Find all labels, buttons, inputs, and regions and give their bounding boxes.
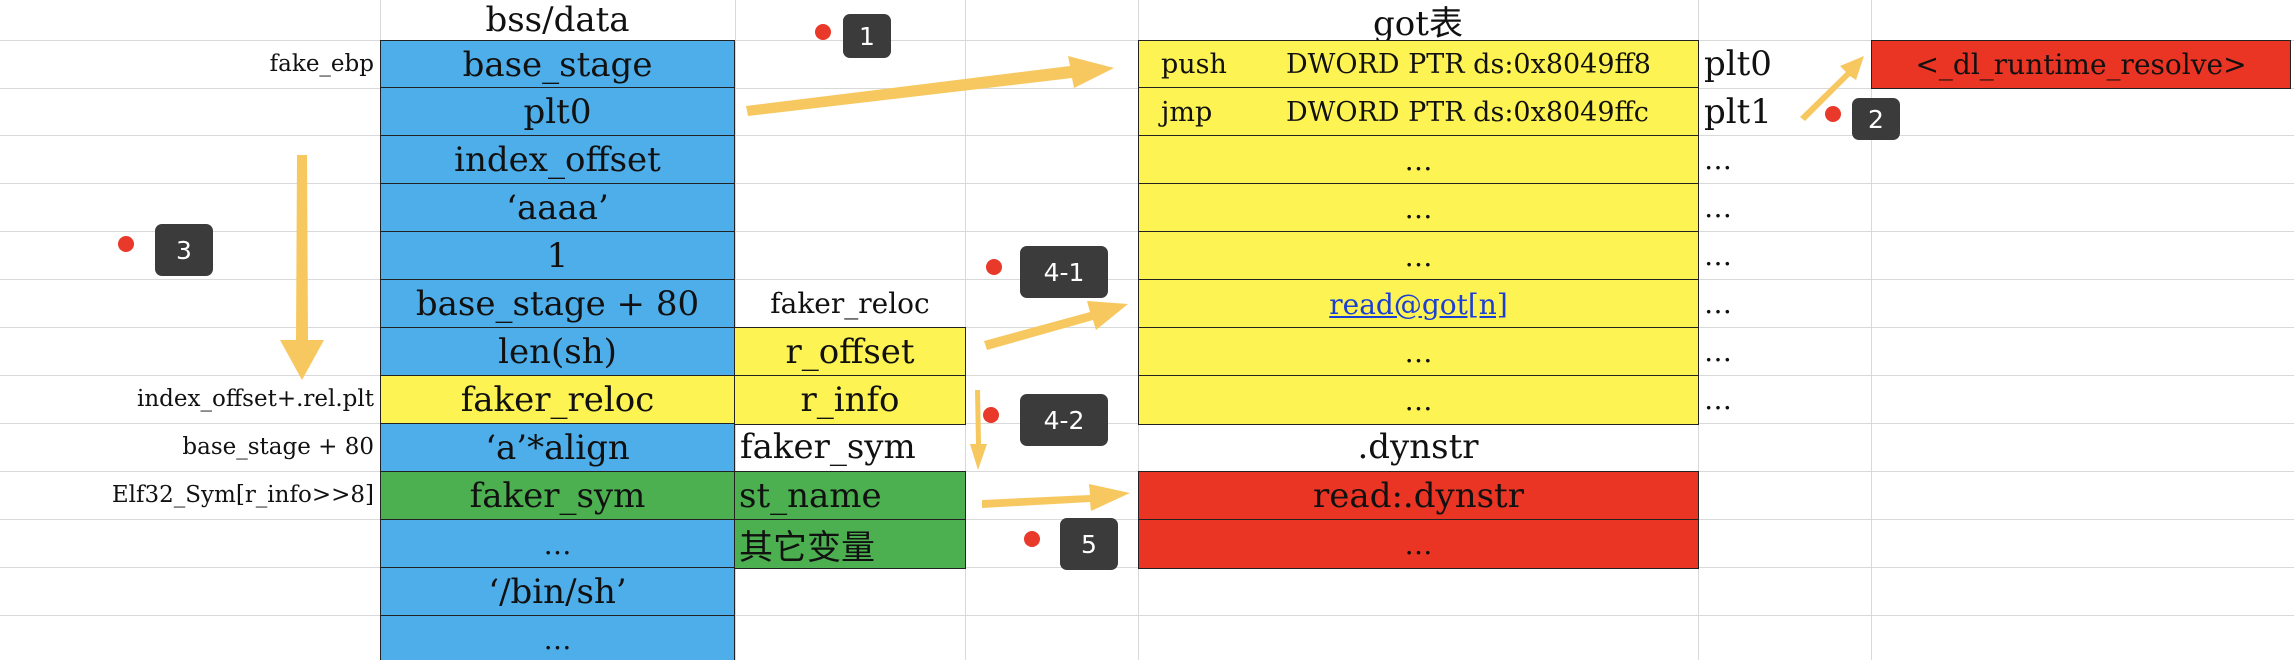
got-push-arg: DWORD PTR ds:0x8049ff8	[1286, 49, 1651, 80]
arrow-plt1-to-resolve	[1800, 56, 1864, 121]
marker-dot	[1825, 106, 1841, 122]
bss-cell-one: 1	[380, 231, 735, 281]
reloc-cell-r-info: r_info	[734, 375, 966, 425]
got-row-push: push DWORD PTR ds:0x8049ff8	[1138, 40, 1699, 89]
got-jmp-op: jmp	[1161, 96, 1213, 128]
index-offset-rel-plt-label: index_offset+.rel.plt	[137, 386, 374, 412]
plt-ellipsis: …	[1704, 382, 1732, 416]
faker-sym-header: faker_sym	[740, 427, 916, 467]
got-row-ellipsis: …	[1138, 327, 1699, 377]
plt-ellipsis: …	[1704, 334, 1732, 368]
sym-cell-other-vars: 其它变量	[734, 519, 966, 569]
got-table-header: got表	[1373, 3, 1463, 44]
plt-ellipsis: …	[1704, 190, 1732, 224]
step-badge-4-2: 4-2	[1020, 394, 1108, 446]
got-row-jmp: jmp DWORD PTR ds:0x8049ffc	[1138, 87, 1699, 137]
step-badge-1: 1	[843, 14, 891, 58]
marker-dot	[986, 259, 1002, 275]
bss-cell-plt0: plt0	[380, 87, 735, 137]
faker-reloc-header: faker_reloc	[770, 286, 930, 320]
got-row-ellipsis: …	[1138, 183, 1699, 233]
arrow-index-offset-down	[280, 155, 324, 380]
step-badge-5: 5	[1060, 518, 1118, 570]
fake-ebp-label: fake_ebp	[269, 51, 374, 77]
elf32-sym-label: Elf32_Sym[r_info>>8]	[111, 482, 374, 508]
marker-dot	[118, 236, 134, 252]
got-row-ellipsis: …	[1138, 135, 1699, 185]
got-jmp-arg: DWORD PTR ds:0x8049ffc	[1286, 96, 1649, 128]
arrow-rinfo-down	[970, 390, 987, 470]
arrow-stname-to-dynstr	[982, 484, 1130, 511]
bss-cell-index-offset: index_offset	[380, 135, 735, 185]
read-got-link[interactable]: read@got[n]	[1329, 287, 1508, 321]
marker-dot	[1024, 531, 1040, 547]
dynstr-cell-ellipsis: …	[1138, 519, 1699, 569]
got-row-read: read@got[n]	[1138, 279, 1699, 329]
bss-data-header: bss/data	[485, 0, 630, 40]
plt-ellipsis: …	[1704, 142, 1732, 176]
marker-dot	[815, 24, 831, 40]
marker-dot	[983, 407, 999, 423]
bss-cell-len-sh: len(sh)	[380, 327, 735, 377]
step-badge-2: 2	[1852, 98, 1900, 140]
bss-cell-faker-sym: faker_sym	[380, 471, 735, 521]
step-badge-3: 3	[155, 224, 213, 276]
plt1-label: plt1	[1704, 92, 1772, 132]
dl-runtime-resolve-cell: <_dl_runtime_resolve>	[1871, 40, 2291, 89]
bss-cell-aaaa: ‘aaaa’	[380, 183, 735, 233]
bss-cell-base-stage: base_stage	[380, 40, 735, 89]
dynstr-header: .dynstr	[1357, 427, 1479, 467]
arrow-reloc-to-got	[984, 301, 1128, 350]
got-push-op: push	[1161, 49, 1227, 80]
plt-ellipsis: …	[1704, 286, 1732, 320]
reloc-cell-r-offset: r_offset	[734, 327, 966, 377]
base-stage-80-label: base_stage + 80	[182, 434, 374, 460]
bss-cell-align: ‘a’*align	[380, 423, 735, 473]
sym-cell-st-name: st_name	[734, 471, 966, 521]
bss-cell-bin-sh: ‘/bin/sh’	[380, 567, 735, 617]
arrow-plt0-to-got	[746, 56, 1114, 116]
plt0-label: plt0	[1704, 44, 1772, 84]
bss-cell-ellipsis: …	[380, 519, 735, 569]
step-badge-4-1: 4-1	[1020, 246, 1108, 298]
bss-cell-faker-reloc: faker_reloc	[380, 375, 735, 425]
plt-ellipsis: …	[1704, 238, 1732, 272]
got-row-ellipsis: …	[1138, 375, 1699, 425]
bss-cell-ellipsis-2: …	[380, 615, 735, 660]
